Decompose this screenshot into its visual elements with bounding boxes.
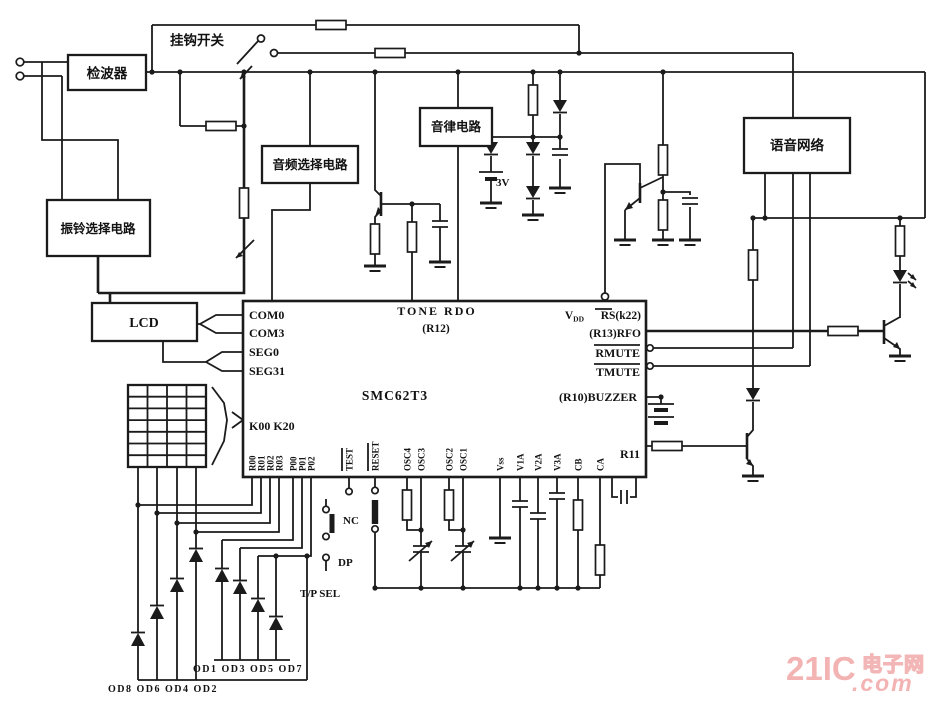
test-reset-overlines	[341, 443, 369, 471]
label-nc: NC	[343, 515, 359, 527]
junction-dots	[135, 50, 903, 591]
label-tone-gen: 音律电路	[431, 119, 482, 134]
audio-select-box	[260, 144, 360, 185]
label-dp: DP	[338, 557, 353, 569]
lcd-box	[90, 301, 199, 343]
pin-r12: (R12)	[422, 323, 450, 335]
pin-rmute: RMUTE	[595, 346, 640, 360]
label-od-row-b: OD8 OD6 OD4 OD2	[108, 684, 218, 695]
test-terminal	[344, 487, 354, 496]
pin-vss: Vss	[496, 457, 506, 471]
label-hook-switch: 挂钩开关	[170, 32, 224, 48]
pin-seg0: SEG0	[249, 345, 279, 359]
pin-v1a: V1A	[516, 453, 526, 471]
keypad-matrix	[126, 383, 208, 469]
rmute-terminal	[645, 343, 655, 353]
pin-tmute: TMUTE	[596, 365, 640, 379]
label-lcd: LCD	[129, 316, 159, 331]
pin-key-matrix: K00 K20	[249, 419, 295, 433]
detector-box	[66, 53, 148, 92]
ic-bottom-pins: R00 R01 R02 R03 P00 P01 P02 TEST RESET O…	[248, 441, 606, 471]
line-terminal-a	[15, 57, 25, 67]
tp-sel-switch	[321, 505, 335, 562]
pin-r01: R01	[257, 455, 267, 471]
pin-v3a: V3A	[553, 453, 563, 471]
ic-smc62t3: SMC62T3 COM0 COM3 SEG0 SEG31 K00 K20 TON…	[241, 299, 648, 479]
pin-r10-buzzer: (R10)BUZZER	[559, 390, 637, 404]
pin-reset: RESET	[371, 441, 381, 471]
ic-part-label: SMC62T3	[362, 388, 428, 403]
reset-switch	[370, 486, 380, 534]
trimmer-capacitors	[408, 540, 475, 562]
buzzer-battery	[648, 403, 674, 425]
pin-p02: P02	[307, 456, 317, 471]
pin-p01: P01	[298, 456, 308, 471]
watermark-domain: .com	[852, 670, 914, 696]
blocks: 检波器 挂钩开关 振铃选择电路 音频选择电路 音律电路 语音网络 LCD 3V	[45, 32, 852, 343]
vdd-terminal	[600, 292, 610, 301]
pin-test: TEST	[345, 448, 355, 471]
led	[892, 269, 917, 289]
pin-v2a: V2A	[534, 453, 544, 471]
pin-tone-rdo: TONE RDO	[397, 304, 476, 318]
label-ring-select: 振铃选择电路	[60, 221, 136, 236]
label-audio-select: 音频选择电路	[272, 157, 348, 172]
pin-osc4: OSC4	[403, 447, 413, 471]
pin-r13-rfo: (R13)RFO	[589, 328, 641, 340]
pin-osc1: OSC1	[459, 447, 469, 471]
watermark: 21IC 电子网 .com	[786, 646, 936, 701]
pin-ca: CA	[596, 458, 606, 471]
pin-r00: R00	[248, 455, 258, 471]
tmute-terminal	[645, 361, 655, 371]
label-od-row-a: OD1 OD3 OD5 OD7	[193, 664, 303, 675]
pin-cb: CB	[574, 458, 584, 471]
pin-osc3: OSC3	[417, 447, 427, 471]
pin-r03: R03	[275, 455, 285, 471]
tone-gen-box	[418, 106, 494, 148]
pin-vdd: VDD	[565, 310, 585, 324]
pin-p00: P00	[289, 456, 299, 471]
battery-3v	[479, 171, 503, 181]
hook-switch	[236, 34, 279, 65]
label-3v: 3V	[496, 177, 510, 189]
ic-outline	[241, 299, 648, 479]
watermark-site: 电子网	[861, 653, 925, 676]
pin-rs-k22: RS(k22)	[601, 310, 641, 322]
label-tp-sel: T/P SEL	[300, 588, 340, 600]
label-detector: 检波器	[87, 65, 128, 81]
watermark-brand: 21IC	[786, 650, 856, 687]
pin-seg31: SEG31	[249, 364, 285, 378]
label-speech-net: 语音网络	[770, 137, 824, 153]
pin-com3: COM3	[249, 326, 284, 340]
pin-osc2: OSC2	[445, 447, 455, 471]
ring-select-box	[45, 198, 152, 258]
annotations: NC DP T/P SEL OD1 OD3 OD5 OD7 OD8 OD6 OD…	[108, 515, 359, 695]
pin-r02: R02	[266, 455, 276, 471]
line-terminal-b	[15, 71, 25, 81]
pin-r11: R11	[620, 447, 640, 461]
wires	[24, 24, 926, 681]
pin-com0: COM0	[249, 308, 284, 322]
speech-net-box	[742, 116, 852, 175]
